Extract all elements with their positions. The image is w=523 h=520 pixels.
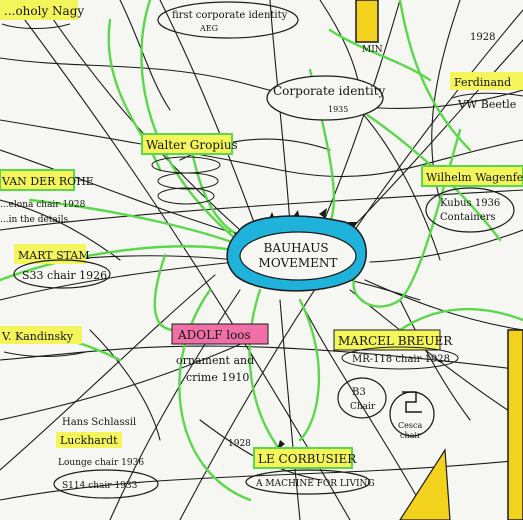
node-note: ornament and (176, 354, 254, 367)
node-label: Walter Gropius (146, 138, 238, 152)
node-first-corporate-identity: first corporate identity AEG (157, 1, 299, 39)
node-adolf-loos: ADOLF loos ornament and crime 1910 (171, 323, 269, 384)
node-le-corbusier: 1928 LE CORBUSIER A MACHINE FOR LIVING (228, 439, 375, 495)
node-note: Kubus 1936 (440, 198, 500, 209)
sub-label: Cesca (398, 421, 422, 430)
sub-label: B3 (352, 387, 366, 398)
node-label: Ferdinand (454, 76, 511, 89)
cesca-chair-sketch (402, 391, 422, 413)
node-label: ...oholy Nagy (4, 4, 84, 18)
node-note: 1935 (328, 105, 348, 114)
node-note: S114 chair 1933 (62, 481, 138, 491)
node-corporate-identity: Corporate identity 1935 (266, 75, 386, 121)
node-label: first corporate identity (172, 10, 288, 21)
yellow-frames (355, 0, 523, 520)
sub-label: Chair (350, 402, 376, 412)
node-walter-gropius: Walter Gropius (141, 133, 238, 205)
node-label: Hans Schlassil (62, 417, 136, 428)
node-note: S33 chair 1926 (22, 269, 107, 282)
node-label: LE CORBUSIER (258, 452, 357, 466)
node-hans-schlassil: Hans Schlassil Luckhardt Lounge chair 19… (53, 417, 159, 499)
node-label: V. Kandinsky (1, 330, 74, 343)
edge-label-min: MIN (362, 45, 383, 55)
center-label-text: BAUHAUS (264, 241, 329, 255)
node-note: MR-118 chair 1928 (352, 354, 450, 365)
edge-label-year: 1928 (470, 32, 495, 43)
node-note: Lounge chair 1936 (58, 458, 144, 468)
node-note: ...in the details (0, 215, 69, 225)
node-bauhaus-movement: BAUHAUS MOVEMENT (226, 215, 367, 292)
center-label-text-line-2: MOVEMENT (259, 256, 338, 270)
node-kandinsky: V. Kandinsky (0, 326, 87, 357)
node-label: Wilhelm Wagenfeld (426, 171, 523, 184)
node-mart-stam: MART STAM S33 chair 1926 (13, 244, 111, 289)
node-label: VAN DER ROHE (1, 175, 94, 188)
node-note: ...elona chair 1928 (0, 200, 86, 210)
node-note: crime 1910 (186, 371, 249, 384)
node-label: MARCEL BREUER (338, 334, 453, 348)
node-note: Containers (440, 212, 496, 223)
node-marcel-breuer: MARCEL BREUER MR-118 chair 1928 B3 Chair… (333, 329, 459, 440)
node-moholy-nagy: ...oholy Nagy (0, 0, 84, 29)
node-label: ADOLF loos (177, 328, 251, 342)
node-label: MART STAM (18, 249, 90, 262)
node-note: VW Beetle (457, 98, 516, 111)
center-label: BAUHAUS MOVEMENT (259, 241, 338, 270)
node-label-2: Luckhardt (60, 434, 118, 447)
green-connectors (0, 0, 523, 502)
node-note: AEG (199, 24, 218, 33)
node-ferdinand: Ferdinand VW Beetle (450, 72, 523, 111)
node-note: A MACHINE FOR LIVING (255, 479, 375, 489)
node-label: Corporate identity (273, 84, 386, 98)
sub-label: chair (400, 431, 421, 440)
node-van-der-rohe: VAN DER ROHE ...elona chair 1928 ...in t… (0, 169, 94, 225)
node-year: 1928 (228, 439, 251, 449)
node-wilhelm-wagenfeld: Wilhelm Wagenfeld Kubus 1936 Containers (421, 165, 523, 233)
